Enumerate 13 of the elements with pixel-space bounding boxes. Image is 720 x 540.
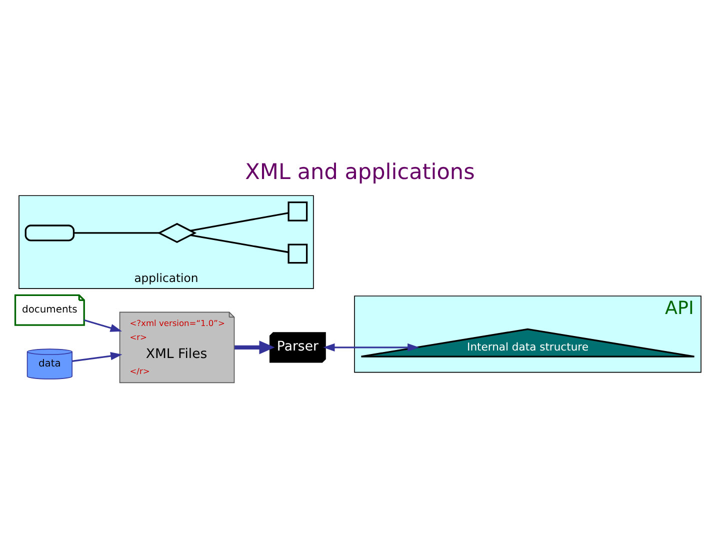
node-box (24, 224, 75, 241)
node-diamond (157, 222, 197, 243)
arrow (323, 342, 420, 351)
arrow (84, 318, 122, 332)
connector (190, 212, 289, 231)
arrow (72, 352, 122, 362)
node-box (288, 243, 308, 264)
cluster: application (18, 194, 314, 288)
node-box (288, 200, 308, 221)
connector (74, 232, 159, 234)
diagram-title: XML and applications (245, 159, 475, 184)
connector (190, 234, 289, 253)
arrow (234, 340, 275, 354)
